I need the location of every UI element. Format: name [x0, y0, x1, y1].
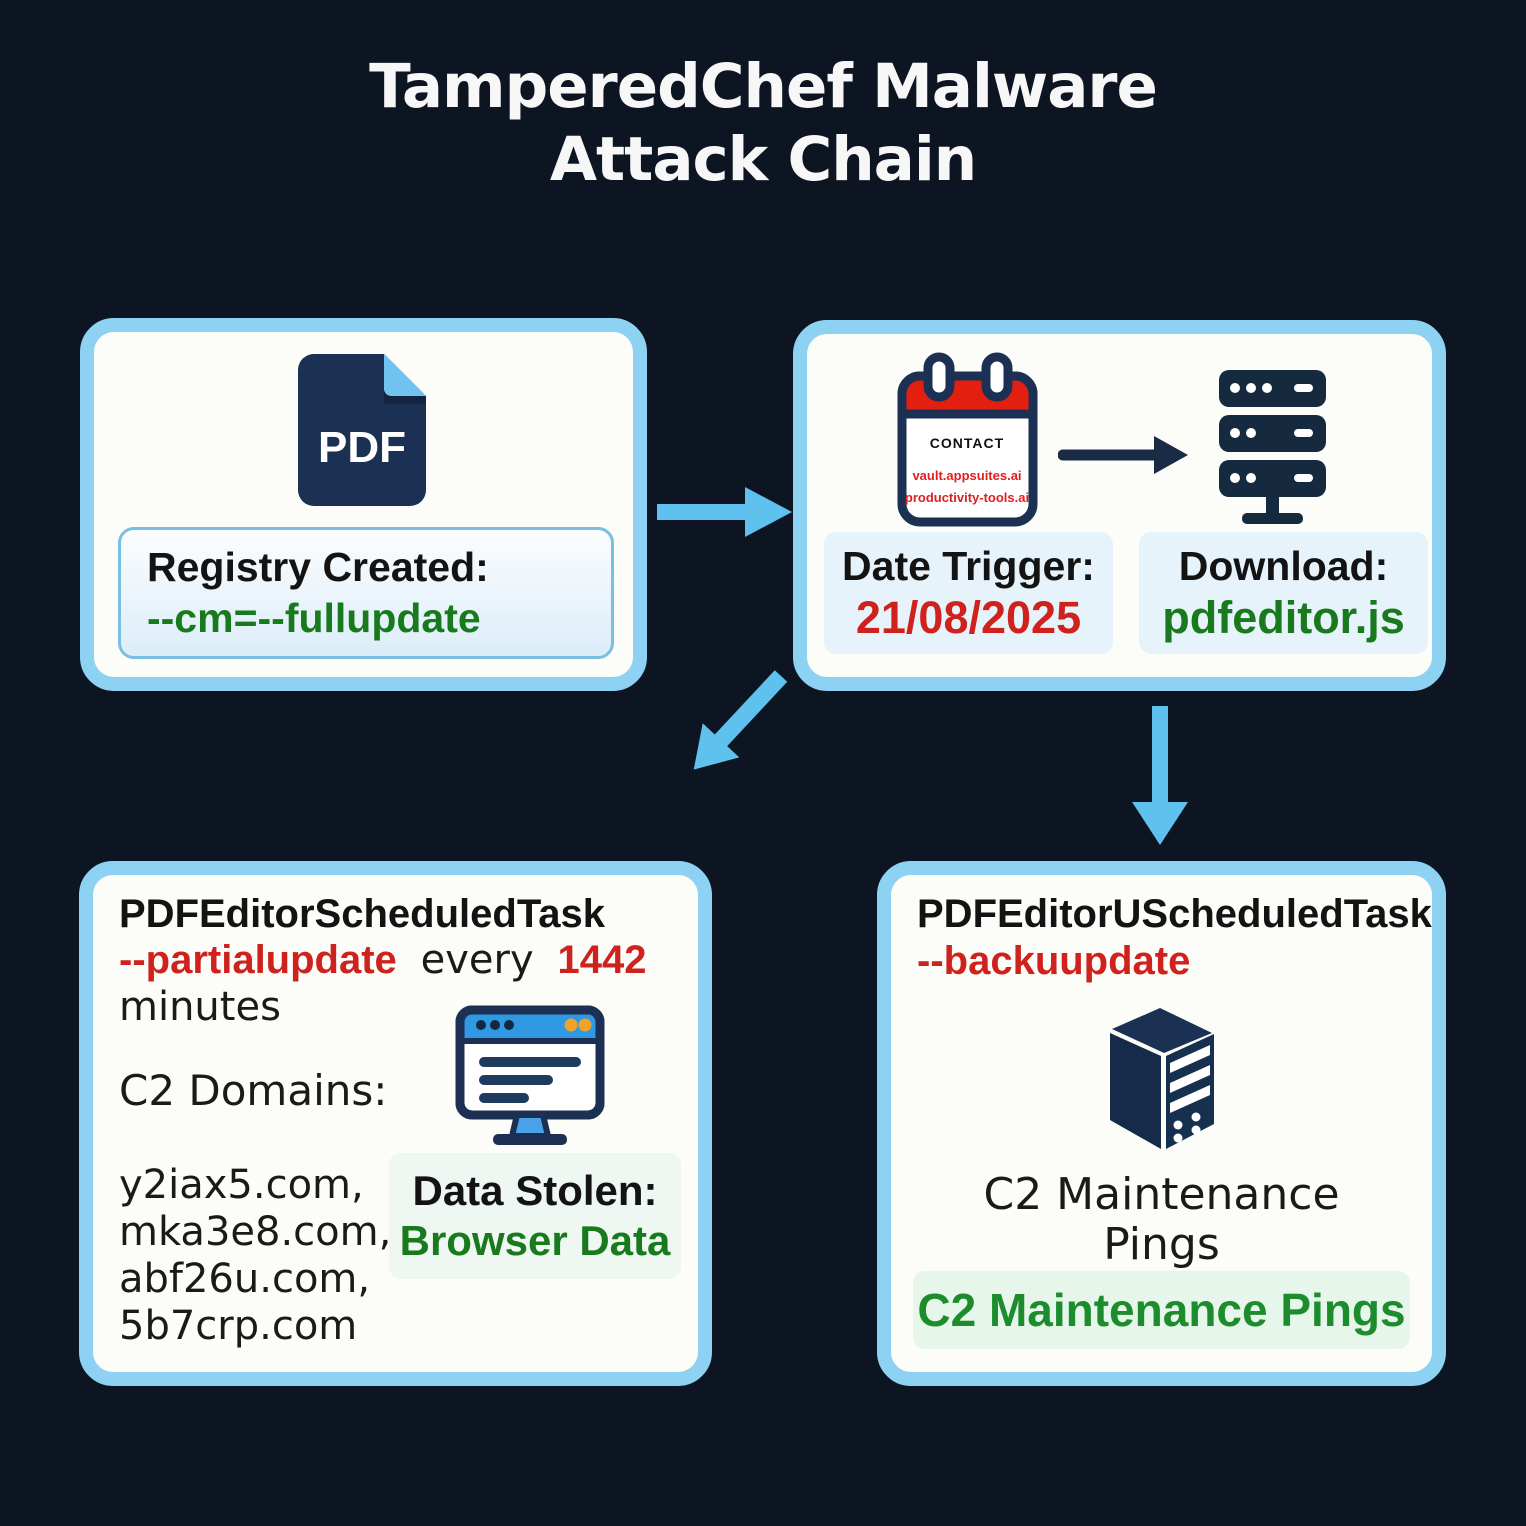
date-trigger-value: 21/08/2025	[855, 592, 1082, 643]
pdf-badge-label: PDF	[318, 423, 406, 472]
stage3-flag: --partialupdate	[119, 938, 397, 982]
data-stolen-value: Browser Data	[399, 1217, 671, 1264]
registry-panel: Registry Created: --cm=--fullupdate	[118, 527, 614, 659]
stage2-trigger-box: CONTACT vault.appsuites.ai productivity-…	[793, 320, 1446, 691]
stage3-scheduled-task-box: PDFEditorScheduledTask --partialupdate e…	[79, 861, 712, 1386]
stage3-c2-domain-list: y2iax5.com, mka3e8.com, abf26u.com, 5b7c…	[119, 1162, 391, 1350]
data-stolen-label: Data Stolen:	[412, 1167, 658, 1214]
flow-arrow-downleft-icon	[693, 670, 788, 770]
c2-domain-item: abf26u.com,	[119, 1256, 371, 1302]
calendar-icon: CONTACT vault.appsuites.ai productivity-…	[895, 352, 1040, 535]
calendar-domain-1: vault.appsuites.ai	[912, 468, 1021, 483]
page-title: TamperedChef Malware Attack Chain	[0, 50, 1526, 196]
tower-server-icon	[1102, 1001, 1222, 1156]
stage3-schedule-line: --partialupdate every 1442	[119, 937, 646, 984]
data-stolen-panel: Data Stolen: Browser Data	[389, 1153, 681, 1279]
stage3-interval: 1442	[557, 938, 647, 982]
calendar-domain-2: productivity-tools.ai	[905, 490, 1029, 505]
flow-arrow-right-icon	[657, 487, 792, 537]
stage4-caption-line2: Pings	[1103, 1219, 1220, 1270]
stage4-flag: --backuupdate	[917, 939, 1191, 983]
stage1-registry-box: PDF Registry Created: --cm=--fullupdate	[80, 318, 647, 691]
stage4-task-name: PDFEditorUScheduledTask	[917, 892, 1432, 936]
download-value: pdfeditor.js	[1162, 592, 1405, 643]
stage3-minutes-word: minutes	[119, 984, 281, 1030]
page-title-line1: TamperedChef Malware	[369, 51, 1158, 122]
registry-value: --cm=--fullupdate	[147, 595, 481, 641]
stage4-backup-task-box: PDFEditorUScheduledTask --backuupdate C2…	[877, 861, 1446, 1386]
c2-domain-item: 5b7crp.com	[119, 1303, 358, 1349]
stage3-task-name: PDFEditorScheduledTask	[119, 892, 606, 936]
date-trigger-panel: Date Trigger: 21/08/2025	[824, 532, 1113, 654]
registry-label: Registry Created:	[147, 544, 489, 590]
flow-arrow-down-icon	[1132, 706, 1188, 845]
browser-window-icon	[455, 1005, 605, 1152]
request-arrow-icon	[1057, 433, 1192, 482]
server-stack-icon	[1215, 365, 1330, 530]
date-trigger-label: Date Trigger:	[842, 543, 1095, 589]
stage3-c2-domains-label: C2 Domains:	[119, 1066, 388, 1115]
c2-domain-item: y2iax5.com,	[119, 1162, 364, 1208]
c2-domain-item: mka3e8.com,	[119, 1209, 392, 1255]
c2-maintenance-badge-text: C2 Maintenance Pings	[917, 1284, 1406, 1336]
page-title-line2: Attack Chain	[549, 124, 977, 195]
calendar-header-label: CONTACT	[930, 435, 1004, 451]
pdf-file-icon: PDF	[292, 352, 432, 513]
stage3-every-word: every	[420, 937, 534, 983]
stage4-caption-line1: C2 Maintenance	[983, 1169, 1340, 1220]
download-label: Download:	[1178, 543, 1389, 589]
download-panel: Download: pdfeditor.js	[1139, 532, 1428, 654]
c2-maintenance-badge: C2 Maintenance Pings	[913, 1271, 1410, 1349]
